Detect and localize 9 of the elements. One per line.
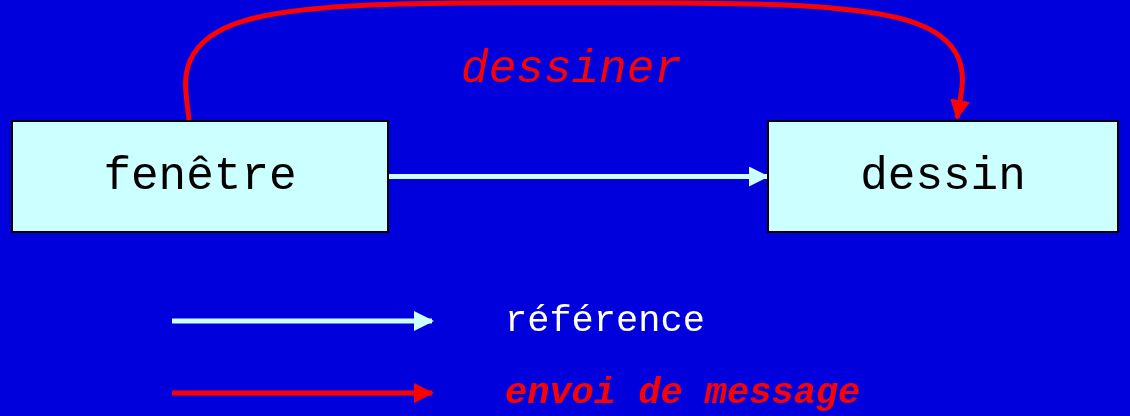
arrow	[389, 166, 769, 187]
class-box	[11, 120, 389, 233]
class-name: fenêtre	[103, 150, 297, 203]
legend-text: référence	[505, 300, 705, 342]
edge-label: dessiner	[461, 44, 682, 96]
class-name: dessin	[860, 150, 1026, 203]
legend-text: envoi de message	[505, 372, 861, 414]
arrow	[183, 0, 970, 121]
class-box	[767, 120, 1119, 233]
